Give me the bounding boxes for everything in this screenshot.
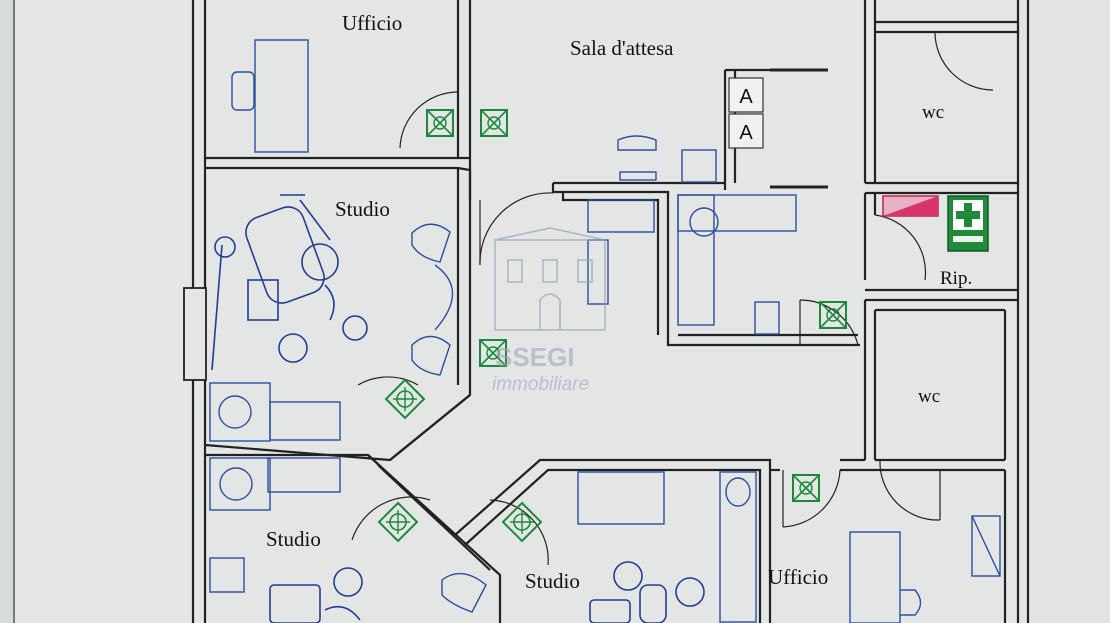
first-aid-icon: [947, 195, 989, 252]
exit-sign-icon: [426, 109, 454, 137]
board-margin-right: [1020, 0, 1110, 623]
pipes: [770, 68, 828, 189]
exit-sign-icon: [479, 339, 507, 367]
extinguisher-icon: [384, 378, 426, 420]
emergency-exit-signs: [377, 109, 847, 543]
fire-alarm-panel-icon: [882, 195, 939, 217]
room-label-waiting-room: Sala d'attesa: [570, 36, 674, 60]
board-panel: [14, 0, 1064, 623]
room-label-office-bottom: Ufficio: [768, 565, 828, 589]
toilet-sign-a: A: [739, 86, 753, 108]
exit-sign-icon: [480, 109, 508, 137]
watermark-tagline: immobiliare: [492, 374, 589, 395]
watermark-brand: SSEGI: [495, 342, 574, 372]
toilet-sign-a: A: [739, 122, 753, 144]
room-label-studio-bottom-mid: Studio: [525, 569, 580, 593]
exit-sign-icon: [819, 301, 847, 329]
furniture: [209, 39, 1001, 623]
building-logo-icon: [494, 227, 606, 331]
extinguisher-icon: [501, 501, 543, 543]
doors: [351, 31, 994, 566]
watermark: SSEGI immobiliare: [492, 227, 606, 395]
room-label-office-top: Ufficio: [342, 11, 402, 35]
room-label-storage: Rip.: [940, 268, 972, 289]
room-label-studio-bottom-left: Studio: [266, 527, 321, 551]
toilet-signs: A A: [728, 77, 764, 149]
extinguisher-icon: [377, 501, 419, 543]
room-label-studio-top: Studio: [335, 197, 390, 221]
room-label-wc-top: wc: [922, 102, 944, 123]
exit-sign-icon: [792, 474, 820, 502]
room-label-wc-bottom: wc: [918, 386, 940, 407]
room-labels: Ufficio Sala d'attesa wc Studio Rip. wc …: [266, 11, 972, 593]
